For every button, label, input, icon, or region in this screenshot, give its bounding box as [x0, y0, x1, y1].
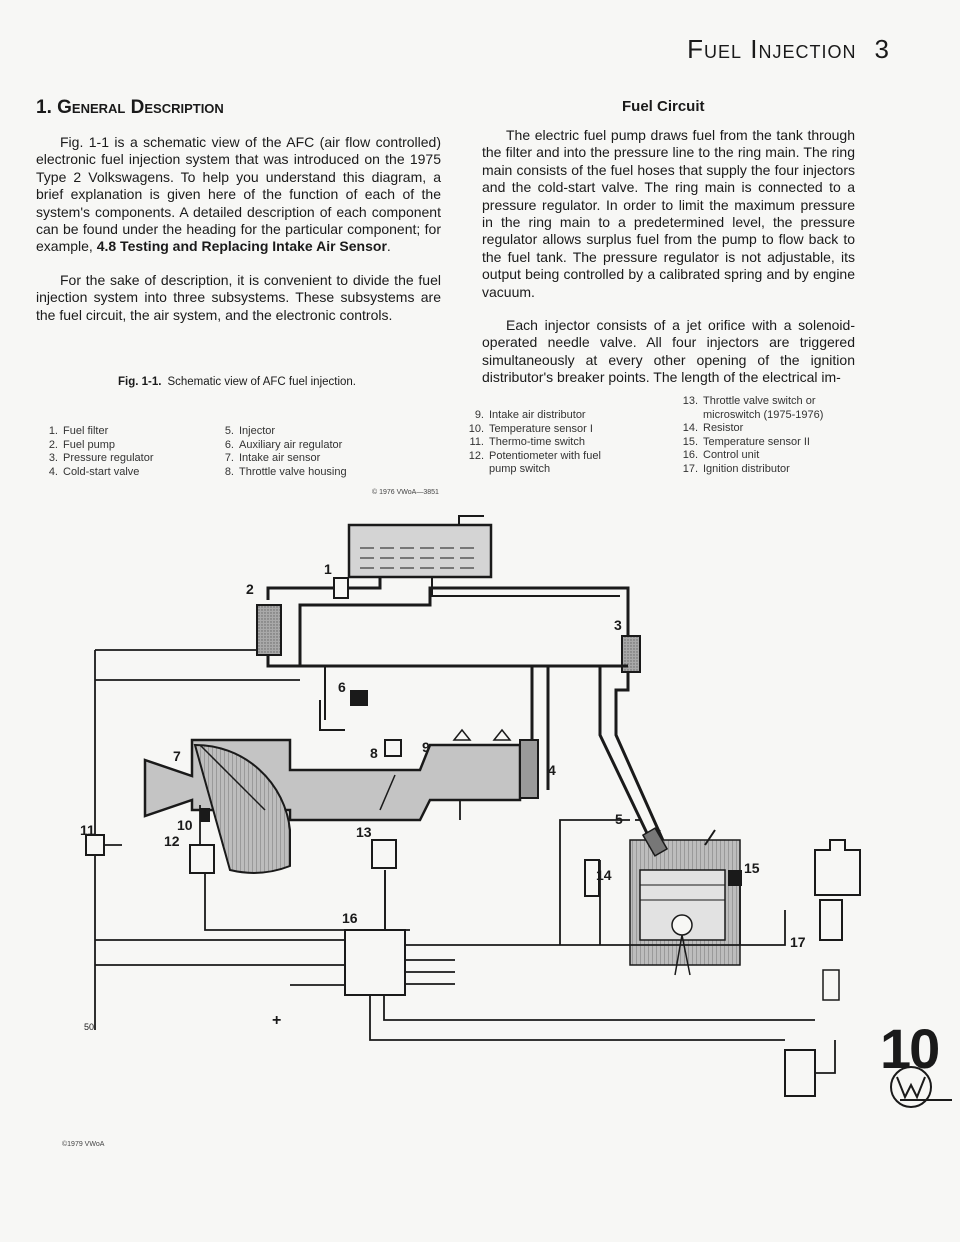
figure-caption-text: Schematic view of AFC fuel injection. [167, 376, 357, 388]
legend-item: 14.Resistor [682, 422, 744, 434]
paragraph-fuel-pump: The electric fuel pump draws fuel from t… [482, 127, 855, 300]
cold-start-valve [519, 739, 539, 799]
auxiliary-air-regulator [350, 690, 368, 706]
temperature-sensor-1 [200, 808, 210, 822]
label-terminal-50: 50 [84, 1022, 94, 1032]
label-11: 11 [80, 822, 95, 838]
label-2: 2 [246, 581, 254, 597]
throttle-valve [379, 774, 396, 811]
legend-item: 15.Temperature sensor II [682, 435, 810, 448]
legend-item: 5.Injector [224, 425, 276, 437]
label-3: 3 [614, 617, 622, 633]
vw-logo [890, 1066, 952, 1108]
legend-col-1: 1.Fuel filter 2.Fuel pump 3.Pressure reg… [36, 425, 154, 479]
legend-item: 4.Cold-start valve [48, 465, 140, 478]
resistor [584, 859, 600, 897]
legend-item: 17.Ignition distributor [682, 462, 790, 475]
figure-caption: Fig. 1-1. Schematic view of AFC fuel inje… [118, 376, 356, 388]
label-14: 14 [596, 867, 612, 883]
section-tab-number: 10 [880, 1017, 940, 1080]
sensors [85, 808, 861, 1001]
label-8: 8 [370, 745, 378, 761]
paragraph-subsystems: For the sake of description, it is conve… [36, 272, 441, 324]
label-15: 15 [744, 860, 760, 876]
fuel-lines [256, 515, 667, 851]
figure-label: Fig. 1-1. [118, 376, 162, 388]
tank-filler-cap [458, 515, 484, 525]
figure-credit-top: © 1976 VWoA—3851 [372, 489, 439, 496]
legend-item-continued: microswitch (1975-1976) [703, 408, 824, 421]
pressure-line [266, 586, 630, 668]
legend-item: 3.Pressure regulator [48, 452, 154, 464]
control-unit [344, 929, 406, 996]
ignition-distributor [814, 839, 861, 896]
left-column: Fig. 1-1 is a schematic view of the AFC … [36, 134, 441, 340]
legend-item: 16.Control unit [682, 449, 760, 461]
subsystems-text: For the sake of description, it is conve… [36, 271, 441, 323]
thermo-time-switch [85, 834, 105, 856]
intake-tract [143, 690, 539, 874]
label-1: 1 [324, 561, 332, 577]
label-17: 17 [790, 934, 806, 950]
legend-item: 12.Potentiometer with fuel [468, 449, 601, 462]
legend-item: 7.Intake air sensor [224, 452, 321, 464]
tank-to-pump-line [266, 577, 382, 600]
fuel-pump [256, 604, 282, 656]
legend-col-4: 13.Throttle valve switch or microswitch … [676, 395, 824, 476]
legend-item: 8.Throttle valve housing [224, 465, 347, 478]
intake-air-distributor [452, 728, 512, 741]
label-10: 10 [177, 817, 193, 833]
label-plus: + [272, 1012, 281, 1029]
section-title: 1. General Description [36, 97, 224, 118]
temperature-sensor-2 [728, 870, 742, 886]
intro-end: . [386, 238, 391, 255]
engine-cylinder [629, 827, 741, 976]
chapter-title: Fuel Injection [687, 34, 857, 64]
right-column: The electric fuel pump draws fuel from t… [482, 127, 855, 403]
fuel-tank [347, 523, 493, 579]
legend-item: 11.Thermo-time switch [469, 436, 585, 448]
throttle-valve-housing [384, 739, 402, 757]
cross-reference: 4.8 Testing and Replacing Intake Air Sen… [96, 238, 387, 255]
legend-item: 13.Throttle valve switch or [682, 395, 816, 407]
intake-air-sensor [193, 743, 291, 874]
label-7: 7 [173, 748, 181, 764]
label-9: 9 [422, 739, 430, 755]
legend-item-continued: pump switch [489, 463, 551, 475]
paragraph-injector: Each injector consists of a jet orifice … [482, 317, 855, 386]
running-head: Fuel Injection 3 [687, 34, 890, 65]
legend-item: 2.Fuel pump [48, 438, 115, 451]
page-number: 3 [874, 34, 890, 64]
label-16: 16 [342, 910, 358, 926]
paragraph-intro: Fig. 1-1 is a schematic view of the AFC … [36, 134, 441, 256]
figure-credit-bottom: ©1979 VWoA [62, 1141, 105, 1148]
legend-item: 1.Fuel filter [48, 425, 109, 437]
legend-item: 9.Intake air distributor [474, 409, 586, 421]
label-13: 13 [356, 824, 372, 840]
pressure-regulator [621, 635, 641, 673]
legend-col-3: 9.Intake air distributor 10.Temperature … [462, 409, 601, 477]
legend-col-2: 5.Injector 6.Auxiliary air regulator 7.I… [212, 425, 347, 479]
label-5: 5 [615, 811, 623, 827]
label-12: 12 [164, 833, 180, 849]
intro-text: Fig. 1-1 is a schematic view of the AFC … [36, 134, 441, 255]
label-6: 6 [338, 679, 346, 695]
fuel-filter [333, 577, 349, 599]
legend-item: 6.Auxiliary air regulator [224, 438, 343, 451]
legend-item: 10.Temperature sensor I [468, 422, 593, 435]
label-4: 4 [548, 762, 556, 778]
injector [641, 827, 669, 857]
fuel-circuit-heading: Fuel Circuit [622, 98, 705, 115]
potentiometer [189, 844, 215, 874]
throttle-valve-switch [371, 839, 397, 869]
ignition-coil [784, 1049, 816, 1097]
